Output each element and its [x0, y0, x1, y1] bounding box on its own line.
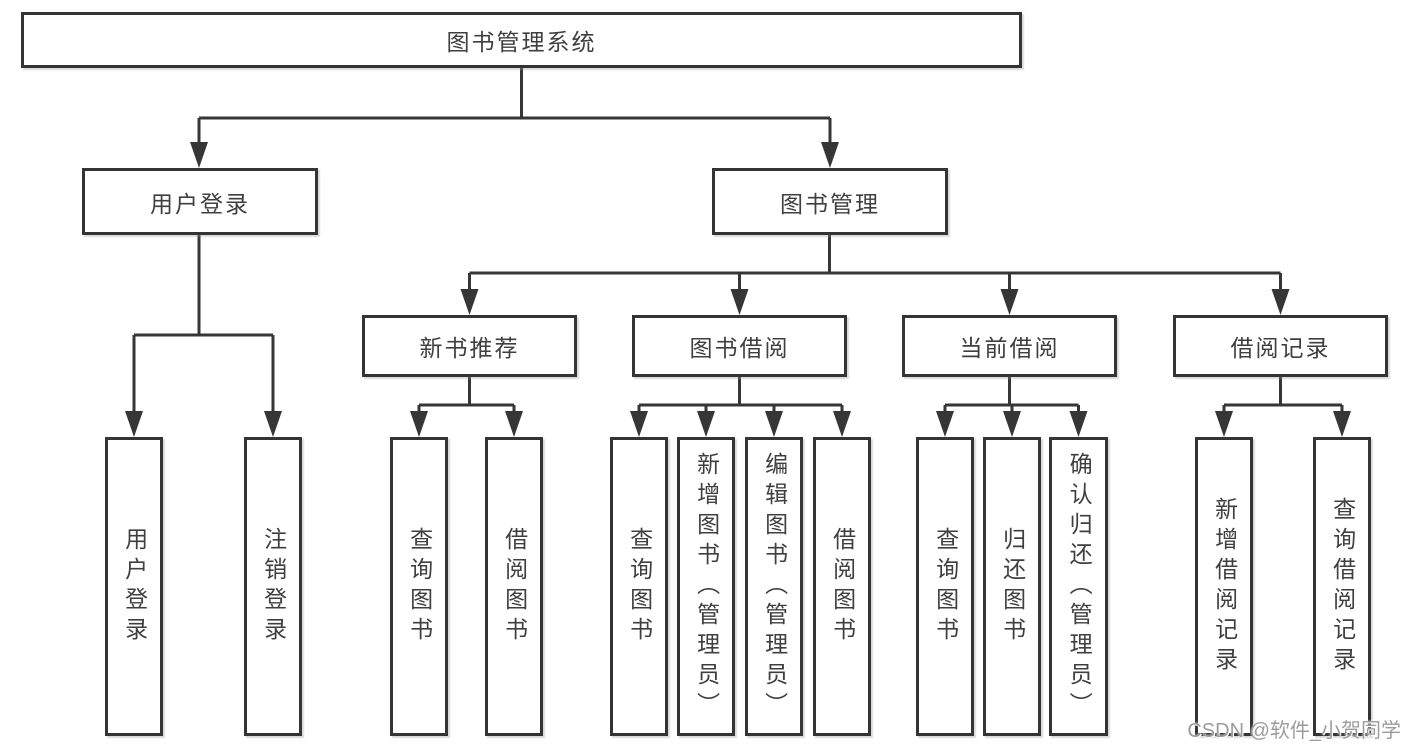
node-borrow-books-recommend-label: 借阅图书 — [501, 526, 528, 647]
node-query-books-current-label: 查询图书 — [932, 526, 959, 647]
node-current-borrowing-label: 当前借阅 — [959, 335, 1060, 361]
connector-recommend-to-leaves — [410, 377, 523, 437]
node-user-login-leaf: 用户登录 — [105, 437, 163, 736]
csdn-watermark: CSDN @软件_小贺同学 — [1187, 720, 1401, 742]
node-book-borrowing: 图书借阅 — [632, 315, 847, 377]
node-query-books-current: 查询图书 — [916, 437, 974, 736]
node-borrowing-records: 借阅记录 — [1173, 315, 1388, 377]
node-edit-books-admin: 编辑图书（管理员） — [745, 437, 803, 736]
node-confirm-return-admin-label: 确认归还（管理员） — [1066, 451, 1093, 722]
connector-current-to-leaves — [936, 377, 1088, 437]
node-return-books: 归还图书 — [983, 437, 1041, 736]
connector-borrow-to-leaves — [630, 377, 851, 437]
connector-record-to-leaves — [1215, 377, 1351, 437]
node-user-login-label: 用户登录 — [150, 190, 250, 217]
node-user-login-leaf-label: 用户登录 — [121, 526, 148, 647]
node-confirm-return-admin: 确认归还（管理员） — [1049, 437, 1108, 736]
node-query-books-recommend: 查询图书 — [390, 437, 448, 736]
node-book-borrowing-label: 图书借阅 — [689, 335, 790, 361]
node-new-book-recommend-label: 新书推荐 — [419, 335, 520, 361]
node-add-borrow-record: 新增借阅记录 — [1195, 437, 1253, 736]
node-add-borrow-record-label: 新增借阅记录 — [1211, 496, 1238, 677]
node-query-books-borrow: 查询图书 — [610, 437, 668, 736]
node-borrow-books: 借阅图书 — [813, 437, 871, 736]
connector-root-to-level2 — [190, 68, 839, 168]
node-user-login: 用户登录 — [82, 168, 318, 235]
node-book-management-label: 图书管理 — [780, 190, 880, 217]
node-book-management: 图书管理 — [712, 168, 948, 235]
node-borrow-books-recommend: 借阅图书 — [485, 437, 543, 736]
node-current-borrowing: 当前借阅 — [902, 315, 1117, 377]
node-add-books-admin-label: 新增图书（管理员） — [693, 451, 720, 722]
node-borrow-books-label: 借阅图书 — [829, 526, 856, 647]
node-logout-leaf-label: 注销登录 — [260, 526, 287, 647]
node-library-system: 图书管理系统 — [21, 12, 1022, 68]
node-edit-books-admin-label: 编辑图书（管理员） — [761, 451, 788, 722]
node-new-book-recommend: 新书推荐 — [362, 315, 577, 377]
node-query-borrow-record-label: 查询借阅记录 — [1329, 496, 1356, 677]
node-query-books-recommend-label: 查询图书 — [406, 526, 433, 647]
node-logout-leaf: 注销登录 — [244, 437, 302, 736]
connector-userlogin-to-leaves — [125, 234, 282, 437]
node-query-books-borrow-label: 查询图书 — [626, 526, 653, 647]
node-library-system-label: 图书管理系统 — [446, 29, 597, 55]
node-borrowing-records-label: 借阅记录 — [1230, 335, 1331, 361]
node-return-books-label: 归还图书 — [999, 526, 1026, 647]
connector-bookmgmt-to-modules — [460, 234, 1290, 315]
node-add-books-admin: 新增图书（管理员） — [677, 437, 735, 736]
node-query-borrow-record: 查询借阅记录 — [1313, 437, 1371, 736]
